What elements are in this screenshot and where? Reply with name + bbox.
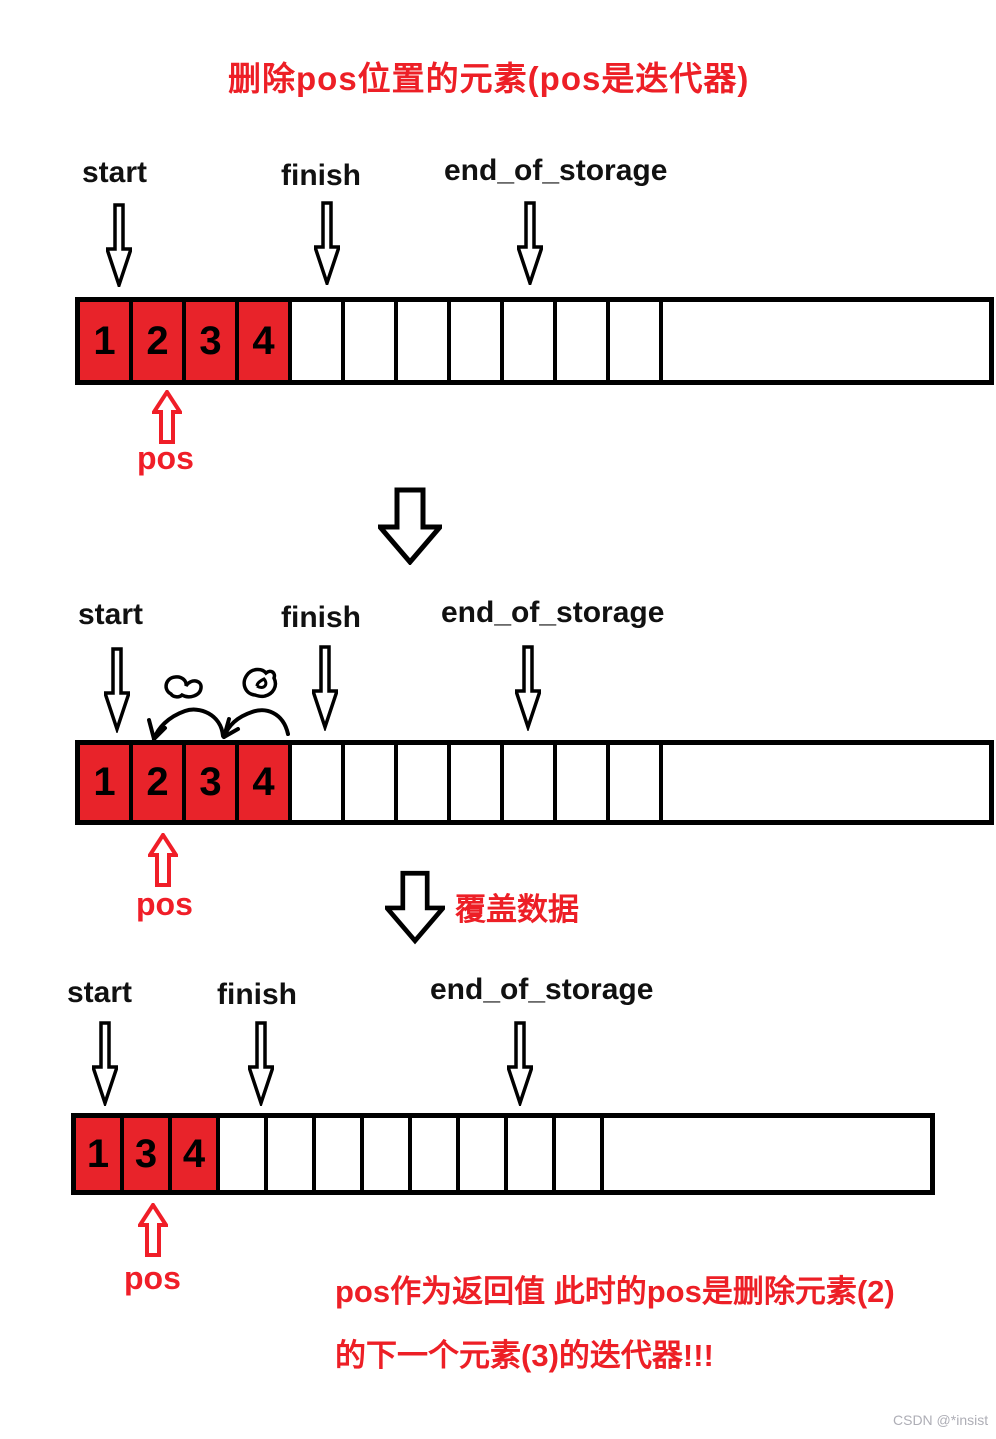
array-cell-empty: [610, 745, 663, 820]
finish-arrow-icon: [248, 1021, 274, 1106]
start-label: start: [78, 598, 144, 631]
array-cell-empty: [451, 302, 504, 380]
array-cell-empty: [398, 302, 451, 380]
end-of-storage-label: end_of_storage: [444, 154, 668, 187]
array-cell-filled: 4: [239, 302, 292, 380]
array-cell-empty: [504, 745, 557, 820]
array-cell-filled: 2: [133, 302, 186, 380]
array-cell-empty: [316, 1118, 364, 1190]
array-cell-empty: [610, 302, 663, 380]
array-cell-empty: [268, 1118, 316, 1190]
start-label: start: [67, 976, 133, 1009]
end-of-storage-label: end_of_storage: [441, 596, 665, 629]
array-cell-filled: 2: [133, 745, 186, 820]
array-cell-unused-capacity: [663, 302, 989, 380]
vector-array-after: 1 3 4: [71, 1113, 935, 1195]
array-cell-empty: [557, 302, 610, 380]
pos-label: pos: [136, 886, 193, 922]
array-cell-empty: [345, 302, 398, 380]
cover-data-label: 覆盖数据: [455, 892, 579, 927]
pos-arrow-icon: [148, 833, 178, 887]
array-cell-empty: [451, 745, 504, 820]
pos-label: pos: [137, 440, 194, 476]
array-cell-filled: 4: [172, 1118, 220, 1190]
vector-array-covering: 1 2 3 4: [75, 740, 994, 825]
array-cell-empty: [364, 1118, 412, 1190]
array-cell-empty: [345, 745, 398, 820]
start-arrow-icon: [106, 203, 132, 287]
end-of-storage-arrow-icon: [515, 645, 541, 731]
array-cell-filled: 3: [186, 302, 239, 380]
start-label: start: [82, 156, 148, 189]
move-data-doodle-icon: [147, 667, 290, 741]
array-cell-filled: 4: [239, 745, 292, 820]
finish-label: finish: [281, 159, 361, 192]
start-arrow-icon: [104, 647, 130, 733]
end-of-storage-label: end_of_storage: [430, 973, 654, 1006]
array-cell-empty: [508, 1118, 556, 1190]
finish-label: finish: [281, 601, 361, 634]
array-cell-empty: [220, 1118, 268, 1190]
array-cell-empty: [460, 1118, 508, 1190]
array-cell-filled: 3: [186, 745, 239, 820]
array-cell-empty: [412, 1118, 460, 1190]
array-cell-filled: 3: [124, 1118, 172, 1190]
finish-arrow-icon: [314, 201, 340, 285]
transition-arrow-icon: [378, 487, 442, 565]
watermark: CSDN @*insist: [893, 1412, 989, 1428]
pos-arrow-icon: [138, 1203, 168, 1257]
transition-arrow-icon: [385, 870, 445, 945]
array-cell-empty: [504, 302, 557, 380]
end-of-storage-arrow-icon: [507, 1021, 533, 1106]
array-cell-empty: [292, 745, 345, 820]
array-cell-filled: 1: [80, 302, 133, 380]
return-value-note-line1: pos作为返回值 此时的pos是删除元素(2): [335, 1274, 895, 1309]
array-cell-empty: [398, 745, 451, 820]
return-value-note-line2: 的下一个元素(3)的迭代器!!!: [335, 1338, 714, 1373]
pos-arrow-icon: [152, 390, 182, 444]
array-cell-empty: [292, 302, 345, 380]
pos-label: pos: [124, 1260, 181, 1296]
array-cell-filled: 1: [80, 745, 133, 820]
end-of-storage-arrow-icon: [517, 201, 543, 285]
array-cell-filled: 1: [76, 1118, 124, 1190]
array-cell-unused-capacity: [663, 745, 989, 820]
vector-array-before: 1 2 3 4: [75, 297, 994, 385]
array-cell-empty: [556, 1118, 604, 1190]
page-title: 删除pos位置的元素(pos是迭代器): [228, 60, 750, 97]
finish-arrow-icon: [312, 645, 338, 731]
finish-label: finish: [217, 978, 297, 1011]
start-arrow-icon: [92, 1021, 118, 1106]
array-cell-unused-capacity: [604, 1118, 930, 1190]
array-cell-empty: [557, 745, 610, 820]
